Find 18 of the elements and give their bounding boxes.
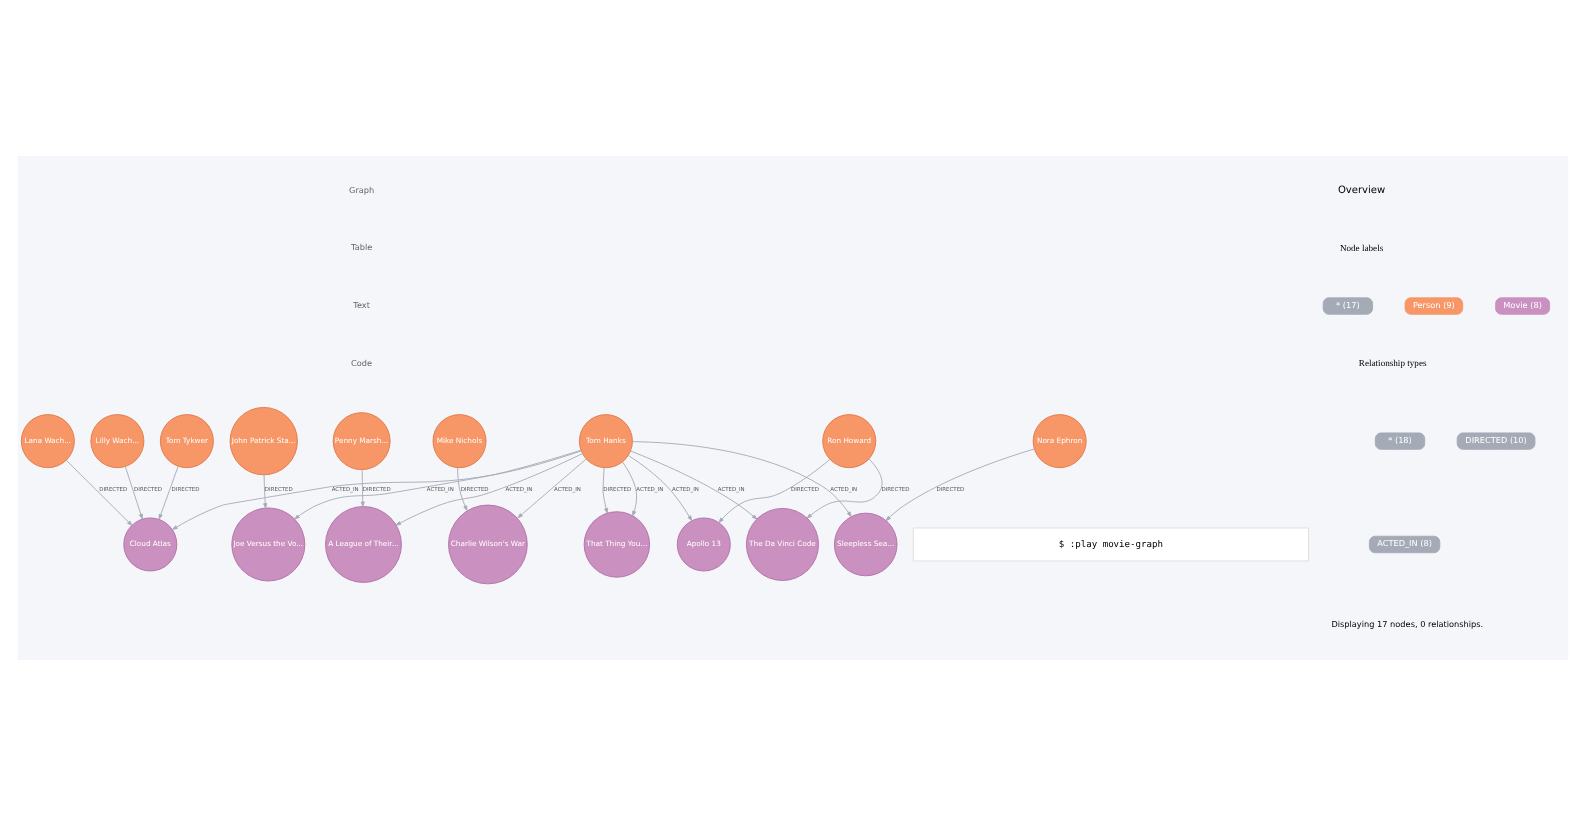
arrow (172, 450, 582, 530)
arrow (632, 441, 852, 517)
arrow (65, 459, 133, 526)
arrow (158, 465, 179, 520)
arrow (718, 459, 831, 523)
arrow (360, 469, 365, 507)
arrow (602, 467, 609, 514)
arrow (457, 467, 468, 511)
arrow (885, 448, 1035, 522)
arrow (806, 458, 883, 519)
arrow (124, 466, 143, 520)
arrow (622, 461, 638, 517)
arrow (263, 474, 268, 509)
arrow (517, 458, 587, 519)
arrow (294, 449, 582, 520)
arrow (395, 453, 583, 526)
arrow (630, 450, 758, 520)
arrow (628, 455, 693, 521)
